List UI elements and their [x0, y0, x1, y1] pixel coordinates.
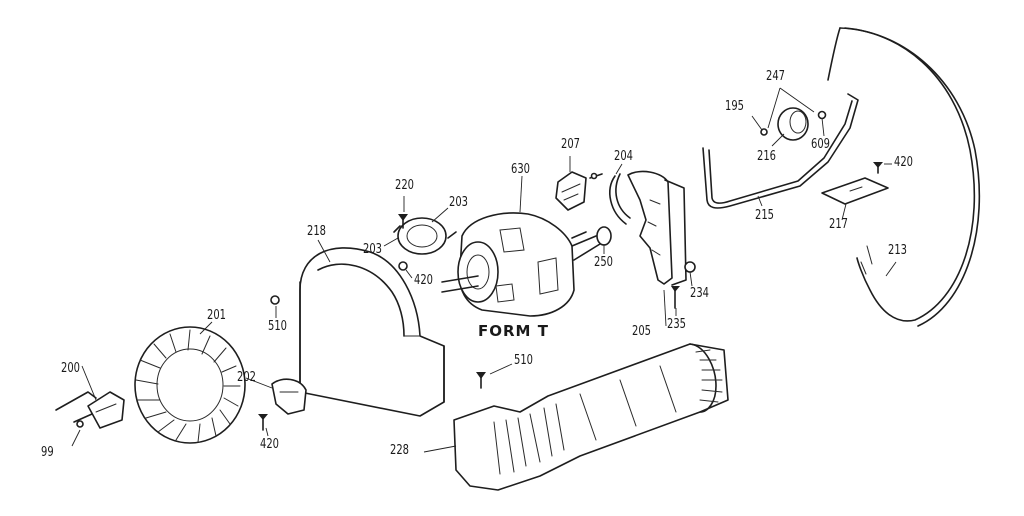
switch-207 [555, 171, 603, 211]
screw-420-left [258, 414, 268, 431]
callout-204: 204 [614, 149, 633, 164]
belt-213 [827, 27, 981, 327]
clip-204 [609, 173, 631, 225]
callout-510-upper: 510 [268, 319, 287, 334]
callout-609: 609 [811, 137, 830, 152]
callout-202: 202 [237, 370, 256, 385]
callout-217: 217 [829, 217, 848, 232]
callout-200: 200 [61, 361, 80, 376]
callout-216: 216 [757, 149, 776, 164]
screw-420-right [873, 162, 883, 174]
callout-234: 234 [690, 286, 709, 301]
blower-housing-218 [270, 247, 445, 417]
leader-lines [71, 87, 897, 453]
idler-arm-215 [702, 93, 859, 209]
screw-510-lower [476, 372, 486, 389]
callout-203-upper: 203 [449, 195, 468, 210]
callout-99: 99 [41, 445, 54, 460]
callout-420-left: 420 [260, 437, 279, 452]
callout-630: 630 [511, 162, 530, 177]
callout-228: 228 [390, 443, 409, 458]
form-label: FORM T [478, 322, 549, 340]
callout-205: 205 [632, 324, 651, 339]
idler-pulley-216 [760, 107, 827, 141]
exhaust-duct-228 [453, 343, 729, 491]
callout-195: 195 [725, 99, 744, 114]
callout-220: 220 [395, 178, 414, 193]
motor-630 [441, 212, 612, 317]
motor-mount-203 [393, 214, 457, 271]
callout-235: 235 [667, 317, 686, 332]
callout-201: 201 [207, 308, 226, 323]
callout-250: 250 [594, 255, 613, 270]
motor-bracket-205 [627, 170, 696, 309]
blower-wheel-201 [134, 326, 246, 444]
callout-420-right: 420 [894, 155, 913, 170]
hub-200 [55, 391, 125, 429]
callout-207: 207 [561, 137, 580, 152]
callout-203-lower: 203 [363, 242, 382, 257]
callout-215: 215 [755, 208, 774, 223]
callout-420-mid: 420 [414, 273, 433, 288]
callout-247: 247 [766, 69, 785, 84]
callout-213: 213 [888, 243, 907, 258]
callout-218: 218 [307, 224, 326, 239]
callout-510-lower: 510 [514, 353, 533, 368]
seal-202 [271, 378, 307, 415]
bracket-217 [821, 177, 889, 205]
